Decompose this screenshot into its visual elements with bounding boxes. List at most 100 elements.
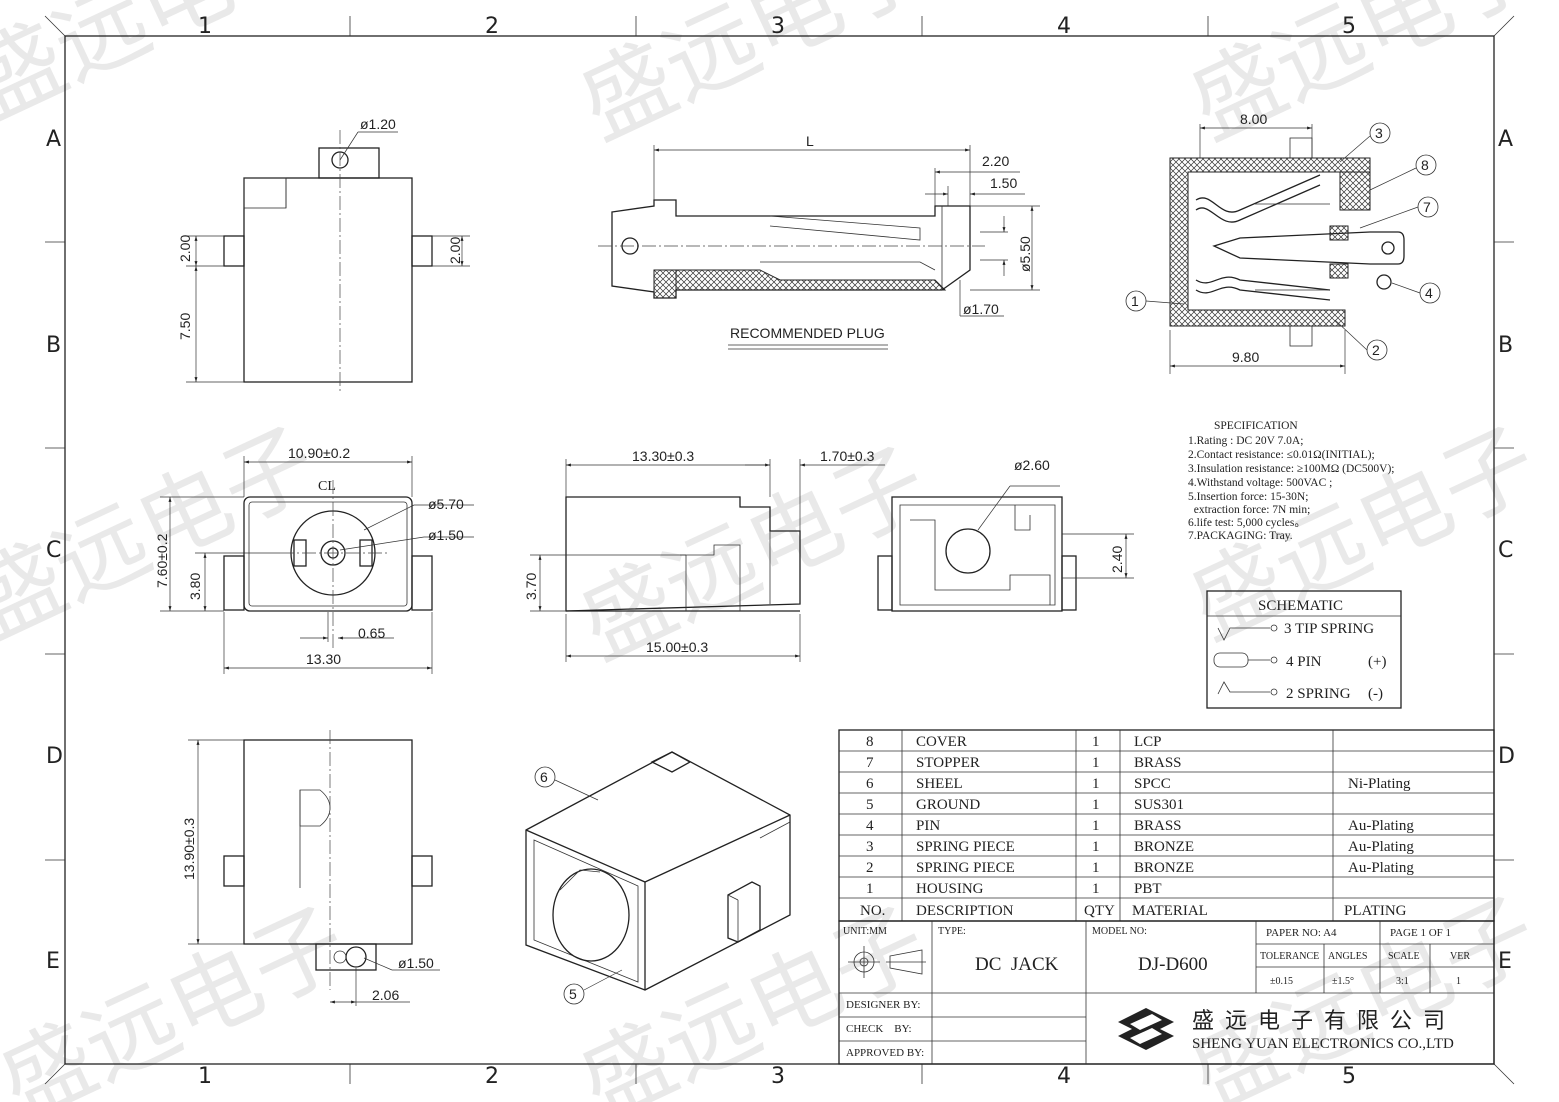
dim-d1: 2.20 [982, 153, 1009, 169]
spec-line: 7.PACKAGING: Tray. [1188, 530, 1293, 542]
grid-row-label: E [1498, 949, 1512, 974]
bom-cell-no: 5 [866, 797, 874, 813]
dim-width-top: 8.00 [1240, 111, 1267, 127]
bom-cell-qty: 1 [1092, 776, 1100, 792]
unit-label: UNIT:MM [843, 926, 887, 937]
bom-cell-material: BRONZE [1134, 839, 1194, 855]
angles-value: ±1.5° [1332, 976, 1354, 987]
dim-tab: 2.00 [177, 235, 193, 262]
model-label: MODEL NO: [1092, 926, 1147, 937]
spec-line: 4.Withstand voltage: 500VAC ; [1188, 477, 1332, 489]
bom-cell-desc: PIN [916, 818, 940, 834]
centerline-mark: CL [318, 479, 336, 494]
schematic-row-polarity: (-) [1368, 686, 1383, 702]
company-name-en: SHENG YUAN ELECTRONICS CO.,LTD [1192, 1036, 1454, 1052]
plug-caption: RECOMMENDED PLUG [730, 325, 885, 341]
spec-title: SPECIFICATION [1214, 420, 1298, 432]
dim-hole: ø1.20 [360, 116, 396, 132]
grid-row-label: C [46, 538, 61, 563]
bom-cell-qty: 1 [1092, 881, 1100, 897]
tolerance-value: ±0.15 [1270, 976, 1293, 987]
bom-cell-desc: SPRING PIECE [916, 839, 1015, 855]
schematic-row-polarity: (+) [1368, 654, 1386, 670]
grid-col-label: 5 [1342, 14, 1356, 39]
type-label: TYPE: [938, 926, 966, 937]
bom-cell-no: 4 [866, 818, 874, 834]
iso-view: 6 5 [525, 751, 791, 1005]
bom-cell-material: BRASS [1134, 755, 1182, 771]
bom-cell-no: 7 [866, 755, 874, 771]
model-value: DJ-D600 [1138, 954, 1208, 975]
bom-cell-qty: 1 [1092, 755, 1100, 771]
dim-width: 10.90±0.2 [288, 445, 350, 461]
dim-d-outer: ø5.70 [428, 496, 464, 512]
dim-dia-outer: ø5.50 [1017, 236, 1033, 272]
grid-row-label: B [1498, 333, 1513, 358]
bottom-view: 13.90±0.3 ø1.50 2.06 [181, 730, 440, 1006]
angles-header: ANGLES [1328, 951, 1367, 962]
bom-cell-material: SUS301 [1134, 797, 1184, 813]
grid-col-label: 1 [198, 14, 212, 39]
specification-block: SPECIFICATION 1.Rating : DC 20V 7.0A; 2.… [1188, 420, 1395, 542]
schematic-block: SCHEMATIC 3 TIP SPRING 4 PIN (+) 2 SPRIN… [1206, 590, 1402, 709]
grid-col-label: 3 [771, 14, 785, 39]
callout-2: 2 [1372, 342, 1380, 358]
bom-cell-plating: Au-Plating [1348, 839, 1414, 855]
grid-row-label: C [1498, 538, 1513, 563]
bom-cell-desc: HOUSING [916, 881, 984, 897]
schematic-row-label: 4 PIN [1286, 654, 1322, 670]
bom-header-desc: DESCRIPTION [916, 903, 1014, 919]
dim-height: 7.60±0.2 [154, 533, 170, 588]
bom-cell-material: SPCC [1134, 776, 1171, 792]
bom-cell-no: 8 [866, 734, 874, 750]
dim-center-h: 3.80 [187, 573, 203, 600]
grid-col-label: 2 [485, 14, 499, 39]
designer-label: DESIGNER BY: [846, 999, 920, 1011]
callout-6: 6 [540, 769, 548, 785]
bom-cell-qty: 1 [1092, 734, 1100, 750]
dim-tab-right: 2.00 [447, 237, 463, 264]
grid-col-label: 3 [771, 1064, 785, 1089]
dim-dia: ø2.60 [1014, 457, 1050, 473]
front-view: CL 10.90±0.2 7.60±0.2 3.80 ø5.70 ø1.50 0… [154, 445, 474, 674]
grid-row-label: E [46, 949, 60, 974]
sheet-frame: 1 2 3 4 5 1 2 3 4 5 A B C D E A B C D E [44, 14, 1515, 1089]
tolerance-header: TOLERANCE [1260, 951, 1319, 962]
callout-3: 3 [1375, 125, 1383, 141]
ver-value: 1 [1456, 976, 1461, 987]
top-view: 2.00 7.50 2.00 ø1.20 [177, 116, 470, 392]
bom-header-material: MATERIAL [1132, 903, 1208, 919]
callout-7: 7 [1423, 199, 1431, 215]
bom-cell-material: PBT [1134, 881, 1162, 897]
grid-row-label: A [46, 127, 61, 152]
dim-d-pin: ø1.50 [428, 527, 464, 543]
bom-cell-desc: SPRING PIECE [916, 860, 1015, 876]
bom-cell-plating: Au-Plating [1348, 818, 1414, 834]
dim-height: 3.70 [523, 573, 539, 600]
dim-height: 7.50 [177, 313, 193, 340]
bom-cell-desc: STOPPER [916, 755, 980, 771]
title-block: UNIT:MM TYPE: DC JACK MODEL NO: DJ-D600 … [838, 920, 1495, 1065]
bom-cell-qty: 1 [1092, 818, 1100, 834]
scale-value: 3:1 [1396, 976, 1409, 987]
grid-col-label: 1 [198, 1064, 212, 1089]
scale-header: SCALE [1388, 951, 1420, 962]
schematic-row-label: 2 SPRING [1286, 686, 1351, 702]
grid-row-label: B [46, 333, 61, 358]
type-value: DC JACK [975, 954, 1059, 975]
bom-cell-qty: 1 [1092, 839, 1100, 855]
bom-cell-no: 6 [866, 776, 874, 792]
grid-col-label: 2 [485, 1064, 499, 1089]
bom-cell-material: BRONZE [1134, 860, 1194, 876]
rear-view: ø2.60 2.40 [877, 457, 1134, 612]
watermark: 盛远电子 [564, 887, 943, 1102]
spec-line: 5.Insertion force: 15-30N; [1188, 491, 1308, 503]
ver-header: VER [1450, 951, 1470, 962]
bom-cell-no: 1 [866, 881, 874, 897]
spec-line: 2.Contact resistance: ≤0.01Ω(INITIAL); [1188, 449, 1375, 461]
dim-hole: ø1.50 [398, 955, 434, 971]
grid-col-label: 4 [1057, 14, 1071, 39]
schematic-row-label: 3 TIP SPRING [1284, 621, 1374, 637]
spec-line: extraction force: 7N min; [1188, 504, 1310, 516]
